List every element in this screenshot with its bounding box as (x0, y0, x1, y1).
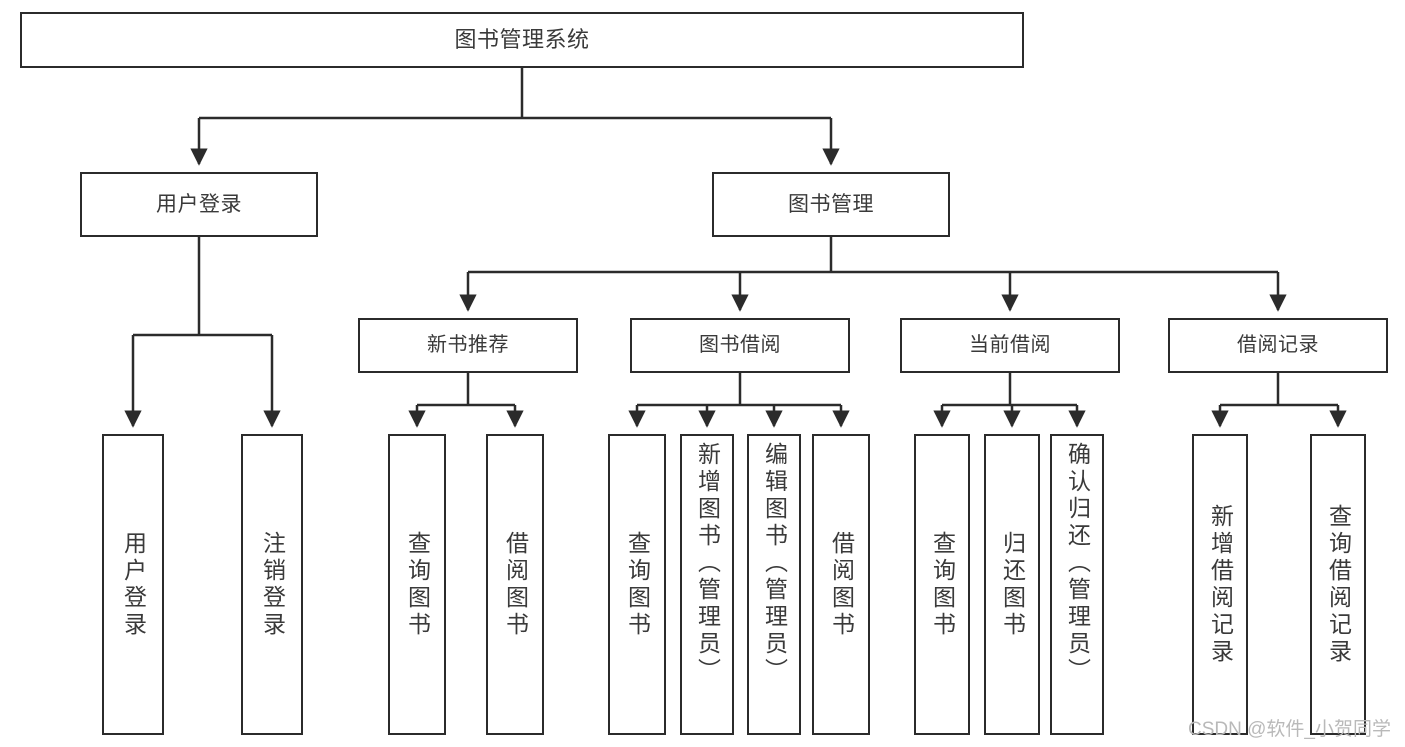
node-leaf-add-borrow-record[interactable]: 新增借阅记录 (1192, 434, 1248, 735)
node-leaf-user-login[interactable]: 用户登录 (102, 434, 164, 735)
node-label: 图书借阅 (699, 334, 781, 357)
node-label: 查询图书 (624, 530, 651, 639)
node-borrow-record[interactable]: 借阅记录 (1168, 318, 1388, 373)
node-leaf-add-book-admin[interactable]: 新增图书（管理员） (680, 434, 734, 735)
node-label: 借阅图书 (502, 530, 529, 639)
node-label: 新书推荐 (427, 334, 509, 357)
node-label: 用户登录 (156, 192, 242, 216)
node-leaf-logout-login[interactable]: 注销登录 (241, 434, 303, 735)
watermark-text: CSDN @软件_小贺同学 (1188, 719, 1391, 740)
node-label: 编辑图书（管理员） (761, 442, 788, 685)
node-leaf-return-book[interactable]: 归还图书 (984, 434, 1040, 735)
node-leaf-confirm-return-admin[interactable]: 确认归还（管理员） (1050, 434, 1104, 735)
node-label: 当前借阅 (969, 334, 1051, 357)
node-book-management[interactable]: 图书管理 (712, 172, 950, 237)
node-label: 查询借阅记录 (1325, 503, 1352, 666)
node-book-borrow[interactable]: 图书借阅 (630, 318, 850, 373)
node-current-borrow[interactable]: 当前借阅 (900, 318, 1120, 373)
node-label: 确认归还（管理员） (1064, 442, 1091, 685)
node-label: 借阅记录 (1237, 334, 1319, 357)
node-leaf-borrow-book-newbook[interactable]: 借阅图书 (486, 434, 544, 735)
node-label: 归还图书 (999, 530, 1026, 639)
node-new-book-recommend[interactable]: 新书推荐 (358, 318, 578, 373)
node-root-system[interactable]: 图书管理系统 (20, 12, 1024, 68)
node-label: 查询图书 (929, 530, 956, 639)
node-label: 查询图书 (404, 530, 431, 639)
node-leaf-query-book-current[interactable]: 查询图书 (914, 434, 970, 735)
node-user-login[interactable]: 用户登录 (80, 172, 318, 237)
node-label: 用户登录 (120, 530, 147, 639)
node-leaf-edit-book-admin[interactable]: 编辑图书（管理员） (747, 434, 801, 735)
node-leaf-query-book-newbook[interactable]: 查询图书 (388, 434, 446, 735)
node-label: 新增图书（管理员） (694, 442, 721, 685)
node-label: 图书管理系统 (454, 26, 590, 52)
node-label: 借阅图书 (828, 530, 855, 639)
node-leaf-borrow-book-borrow[interactable]: 借阅图书 (812, 434, 870, 735)
node-leaf-query-book-borrow[interactable]: 查询图书 (608, 434, 666, 735)
node-leaf-query-borrow-record[interactable]: 查询借阅记录 (1310, 434, 1366, 735)
node-label: 注销登录 (259, 530, 286, 639)
node-label: 新增借阅记录 (1207, 503, 1234, 666)
node-label: 图书管理 (788, 192, 874, 216)
